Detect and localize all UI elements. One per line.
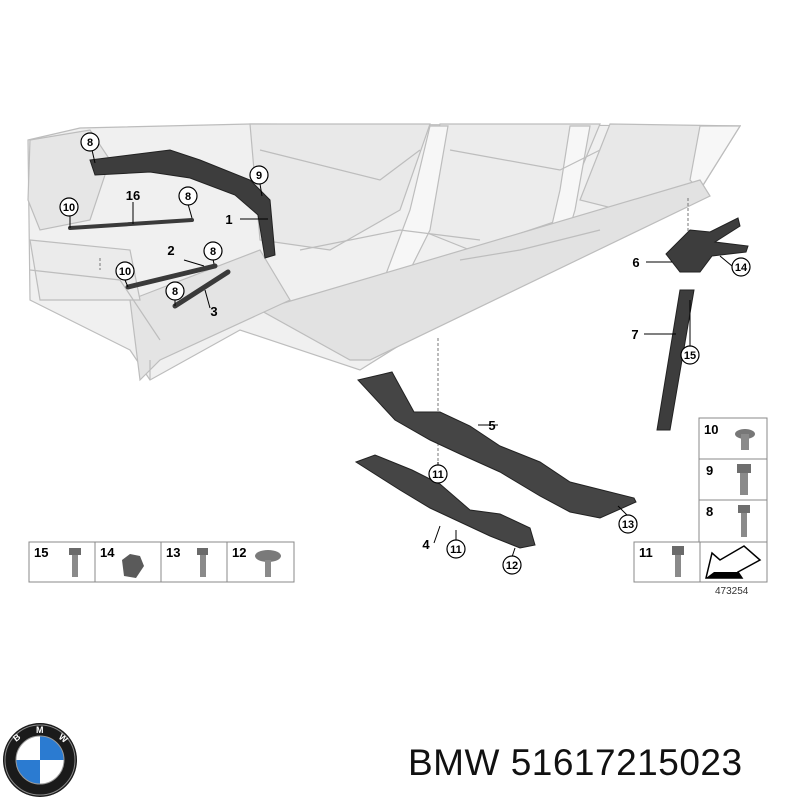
bolt-icon <box>197 548 208 577</box>
part-label-2: 2 <box>167 243 174 258</box>
svg-text:14: 14 <box>100 545 115 560</box>
legend-item-12: 12 <box>232 545 281 577</box>
svg-text:12: 12 <box>506 560 518 572</box>
svg-text:11: 11 <box>450 544 462 556</box>
part-label-4: 4 <box>422 537 430 552</box>
svg-text:14: 14 <box>735 262 748 274</box>
arrow-icon <box>705 545 762 579</box>
svg-text:8: 8 <box>87 137 93 149</box>
legend-right: 10 9 8 11 <box>633 417 768 583</box>
svg-text:9: 9 <box>256 170 262 182</box>
callout-10-left: 10 <box>59 197 79 217</box>
reference-number: 473254 <box>715 586 749 597</box>
svg-text:8: 8 <box>210 246 216 258</box>
legend-item-15: 15 <box>34 545 81 577</box>
legend-item-13: 13 <box>166 545 208 577</box>
callout-13: 13 <box>618 514 638 534</box>
legend-item-10: 10 <box>704 422 755 450</box>
part-label-16: 16 <box>126 188 140 203</box>
callout-10-lower: 10 <box>115 261 135 281</box>
part-7-strut <box>656 289 695 431</box>
callout-9: 9 <box>249 165 269 185</box>
callout-8-middle: 8 <box>203 241 223 261</box>
svg-text:13: 13 <box>166 545 180 560</box>
part-5-shield <box>357 371 637 519</box>
part-1-cross-brace <box>89 149 276 259</box>
svg-text:11: 11 <box>639 545 653 560</box>
part-4-shield <box>354 454 536 549</box>
part-3-strut <box>172 269 231 309</box>
svg-text:8: 8 <box>185 191 191 203</box>
bolt-icon <box>672 546 684 577</box>
brand-part-number: BMW 51617215023 <box>408 742 743 783</box>
nut-icon <box>122 554 144 578</box>
callout-12: 12 <box>502 555 522 575</box>
legend-item-8: 8 <box>706 504 750 537</box>
callout-11-lower: 11 <box>446 539 466 559</box>
svg-text:15: 15 <box>684 350 696 362</box>
part-2-strut <box>125 263 218 290</box>
bolt-icon <box>735 429 755 450</box>
legend-item-9: 9 <box>706 463 751 495</box>
callout-15: 15 <box>680 345 700 365</box>
svg-text:M: M <box>36 725 44 735</box>
part-label-3: 3 <box>210 304 217 319</box>
part-label-6: 6 <box>632 255 639 270</box>
svg-text:8: 8 <box>706 504 713 519</box>
svg-text:15: 15 <box>34 545 48 560</box>
callout-8-upper-right: 8 <box>178 186 198 206</box>
callout-14: 14 <box>731 257 751 277</box>
legend-item-11: 11 <box>639 545 684 577</box>
leader-lines <box>69 149 733 558</box>
legend-bottom: 15 14 13 12 <box>28 541 295 583</box>
svg-text:B: B <box>11 731 23 743</box>
svg-text:11: 11 <box>432 469 444 481</box>
screw-icon <box>255 550 281 577</box>
callout-11-upper: 11 <box>428 464 448 484</box>
callout-8-bottom: 8 <box>165 281 185 301</box>
svg-text:10: 10 <box>704 422 718 437</box>
part-6-bracket <box>665 217 749 273</box>
car-body-frame <box>27 123 742 382</box>
bolt-icon <box>737 464 751 495</box>
part-label-1: 1 <box>225 212 232 227</box>
bolt-icon <box>69 548 81 577</box>
svg-text:13: 13 <box>622 519 634 531</box>
callout-8-top: 8 <box>80 132 100 152</box>
part-16-strut <box>68 218 194 230</box>
svg-text:10: 10 <box>119 266 131 278</box>
part-label-7: 7 <box>631 327 638 342</box>
guide-lines <box>99 198 689 462</box>
svg-text:9: 9 <box>706 463 713 478</box>
legend-item-14: 14 <box>100 545 144 578</box>
part-label-5: 5 <box>488 418 495 433</box>
bolt-icon <box>738 505 750 537</box>
bmw-logo-icon: B M W <box>3 723 77 797</box>
svg-text:10: 10 <box>63 202 75 214</box>
svg-text:12: 12 <box>232 545 246 560</box>
svg-text:8: 8 <box>172 286 178 298</box>
